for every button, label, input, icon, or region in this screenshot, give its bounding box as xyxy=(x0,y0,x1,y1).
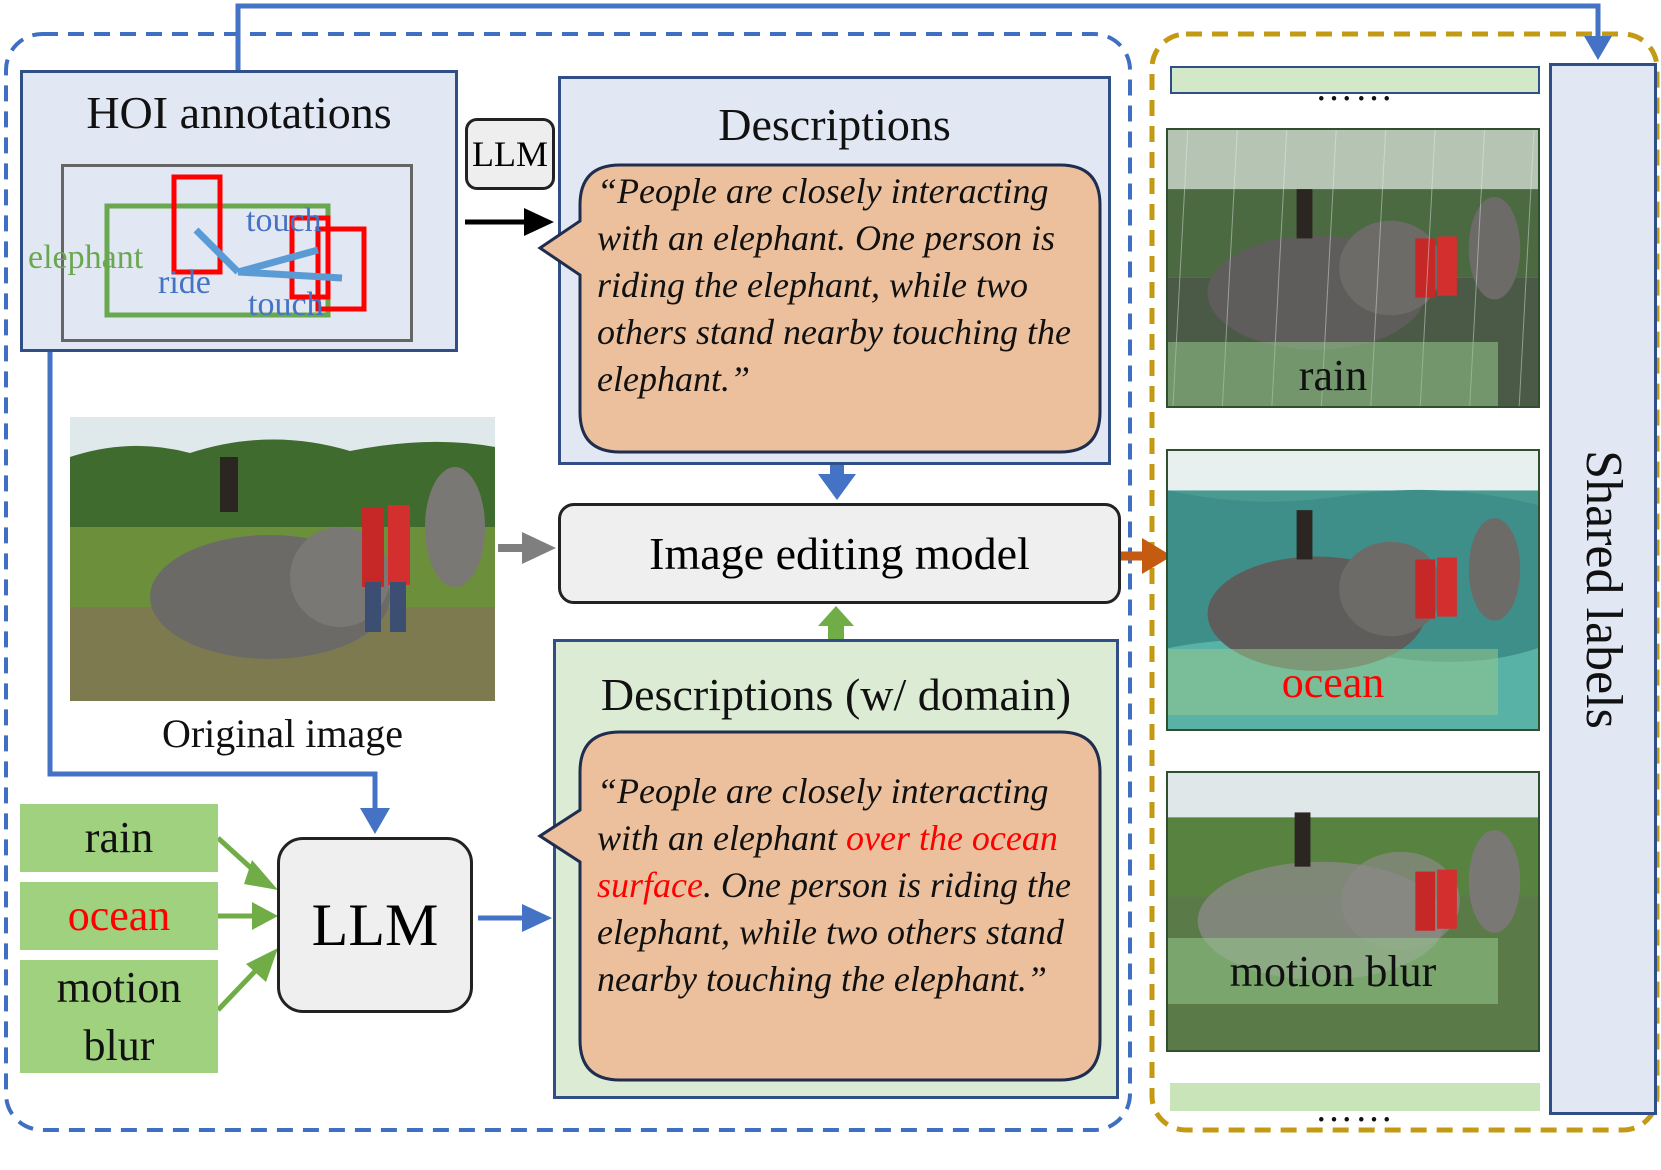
hoi-label-ride: ride xyxy=(158,264,211,301)
output-image-ocean: ocean xyxy=(1166,449,1540,731)
output-strip-top xyxy=(1170,66,1540,94)
domain-descriptions-title: Descriptions (w/ domain) xyxy=(600,669,1072,720)
llm-small-box: LLM xyxy=(465,118,555,190)
hoi-label-touch-bottom: touch xyxy=(248,286,324,323)
rain-to-llm-arrow xyxy=(244,860,278,890)
domain-motion-blur: motion blur xyxy=(20,960,218,1073)
descriptions-to-editor-arrow xyxy=(818,474,856,500)
original-image xyxy=(70,417,495,701)
hoi-label-touch-top: touch xyxy=(246,202,322,239)
hoi-to-shared-labels-line xyxy=(235,3,1601,70)
domain-rain: rain xyxy=(20,804,218,872)
domain-descriptions-to-editor-arrow xyxy=(818,606,854,626)
hoi-label-elephant: elephant xyxy=(28,239,144,276)
domain-text-highlight: over the ocean surface xyxy=(597,818,1058,905)
domain-text-before: “People are closely interacting with an … xyxy=(597,771,1049,858)
domain-motion-blur-label: motion blur xyxy=(56,962,182,1070)
output-image-rain: rain xyxy=(1166,128,1540,408)
output-caption-rain: rain xyxy=(1168,342,1498,406)
outputs-frame xyxy=(1149,31,1660,1133)
hoi-to-llm-arrowhead xyxy=(360,808,390,834)
hoi-annotations-title: HOI annotations xyxy=(86,87,392,138)
shared-labels-text-wrap: Shared labels xyxy=(1549,63,1657,1115)
ellipsis-bottom: …… xyxy=(1315,1088,1395,1130)
descriptions-text: “People are closely interacting with an … xyxy=(597,171,1071,399)
pipeline-frame xyxy=(4,32,1132,1132)
shared-labels-bar xyxy=(1549,63,1657,1115)
hoi-to-shared-labels-arrowhead xyxy=(1584,36,1612,60)
original-image-caption: Original image xyxy=(161,711,404,756)
descriptions-title: Descriptions xyxy=(718,99,951,150)
motion-blur-image-art xyxy=(1168,773,1538,1050)
domain-text-after: . One person is riding the elephant, whi… xyxy=(597,865,1071,999)
output-caption-motion-blur: motion blur xyxy=(1168,938,1498,1004)
hoi-to-llm-line xyxy=(47,352,378,815)
motion-blur-to-llm-arrow xyxy=(246,948,278,982)
ellipsis-top: …… xyxy=(1315,67,1395,109)
llm-box: LLM xyxy=(277,837,473,1013)
ocean-to-llm-arrow xyxy=(252,902,278,930)
domain-ocean: ocean xyxy=(20,882,218,950)
output-image-motion-blur: motion blur xyxy=(1166,771,1540,1052)
shared-labels-text: Shared labels xyxy=(1574,449,1632,729)
output-strip-bottom xyxy=(1170,1083,1540,1111)
domain-descriptions-text: “People are closely interacting with an … xyxy=(597,768,1097,1003)
image-editing-model-box: Image editing model xyxy=(558,503,1121,604)
output-caption-ocean: ocean xyxy=(1168,649,1498,715)
